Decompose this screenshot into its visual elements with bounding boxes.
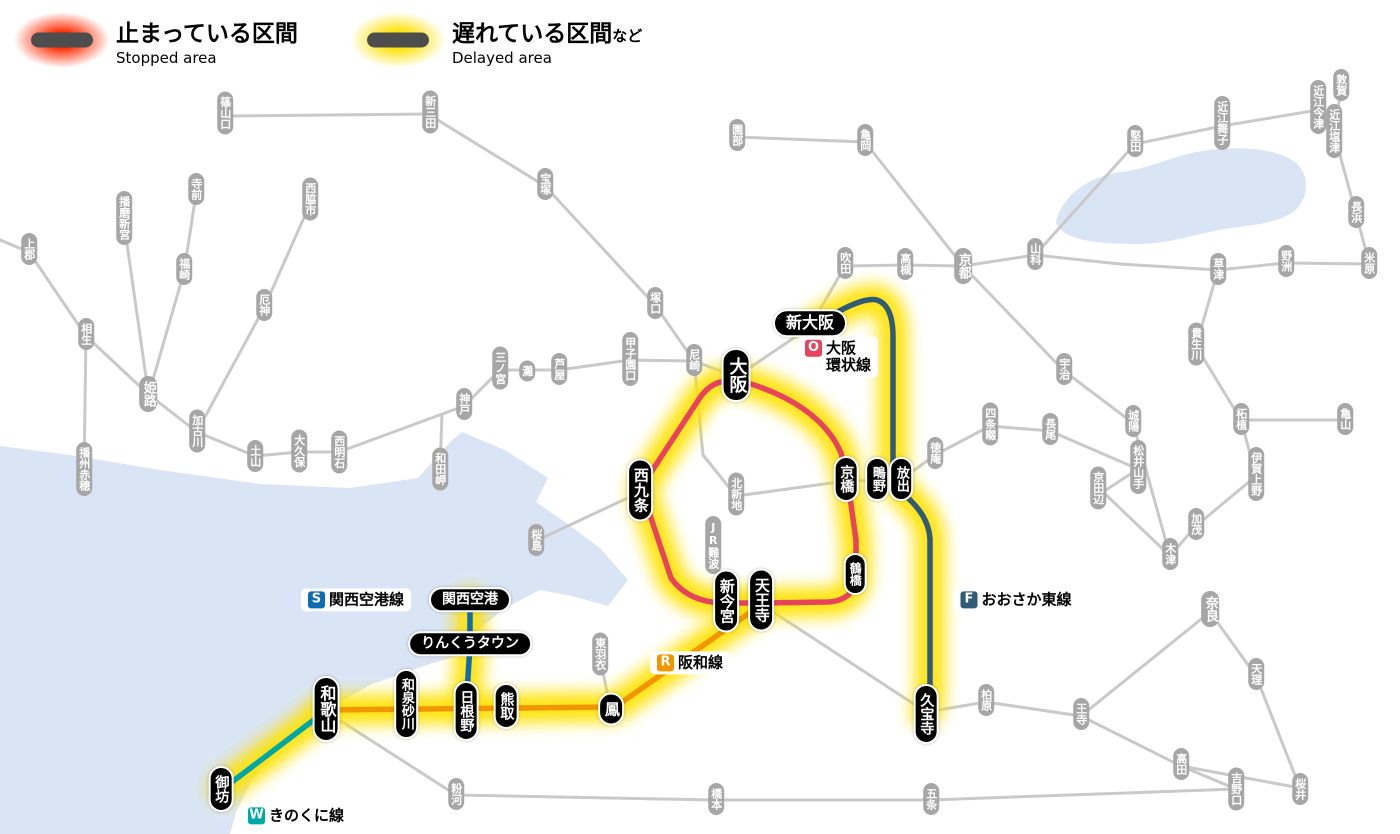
legend-delayed-label-en: Delayed area	[451, 49, 552, 67]
rail-line-normal	[929, 787, 1238, 802]
rail-line-normal	[197, 202, 312, 430]
stopped-line-sample	[31, 32, 93, 48]
rail-line-normal	[82, 334, 88, 472]
legend-stopped-text: 止まっている区間 Stopped area	[116, 12, 298, 67]
legend-delayed-item: 遅れている区間など Delayed area	[349, 12, 642, 68]
rail-line-normal	[961, 264, 1172, 558]
delayed-line-sample	[366, 32, 429, 48]
lake-area	[1056, 148, 1307, 244]
rail-line-normal	[538, 492, 638, 541]
stopped-glow-swatch	[14, 12, 110, 68]
rail-line-normal	[1033, 253, 1371, 272]
status-legend: 止まっている区間 Stopped area 遅れている区間など Delayed …	[14, 12, 642, 68]
legend-delayed-label-ja-suffix: など	[612, 27, 643, 45]
rail-line-normal	[1194, 268, 1243, 422]
delayed-glow-swatch	[349, 12, 446, 68]
rail-line-normal	[735, 135, 965, 268]
rail-line-normal	[924, 610, 1212, 718]
rail-line-normal	[1208, 610, 1302, 790]
water-layer	[0, 148, 1307, 834]
sea-area	[0, 432, 628, 834]
rail-line-normal	[1079, 714, 1238, 791]
rail-line-normal	[762, 604, 928, 714]
rail-line-normal	[1168, 418, 1347, 558]
legend-delayed-label-ja: 遅れている区間など	[452, 14, 642, 48]
rail-line-normal	[122, 221, 150, 393]
rail-line-normal	[0, 238, 738, 458]
legend-stopped-label-ja: 止まっている区間	[116, 21, 298, 47]
rail-line-kinokuni-line	[221, 710, 326, 791]
rail-line-normal	[328, 712, 933, 802]
rail-line-normal	[438, 412, 444, 472]
legend-stopped-label-en: Stopped area	[116, 49, 217, 67]
rail-line-normal	[1179, 764, 1302, 790]
rail-line-normal	[1332, 88, 1371, 264]
legend-delayed-text: 遅れている区間など Delayed area	[452, 12, 642, 67]
rail-line-normal	[148, 192, 198, 392]
legend-stopped-item: 止まっている区間 Stopped area	[14, 12, 298, 68]
delay-glow-osaka-loop-line	[628, 365, 871, 618]
legend-delayed-label-ja-main: 遅れている区間	[451, 21, 613, 47]
